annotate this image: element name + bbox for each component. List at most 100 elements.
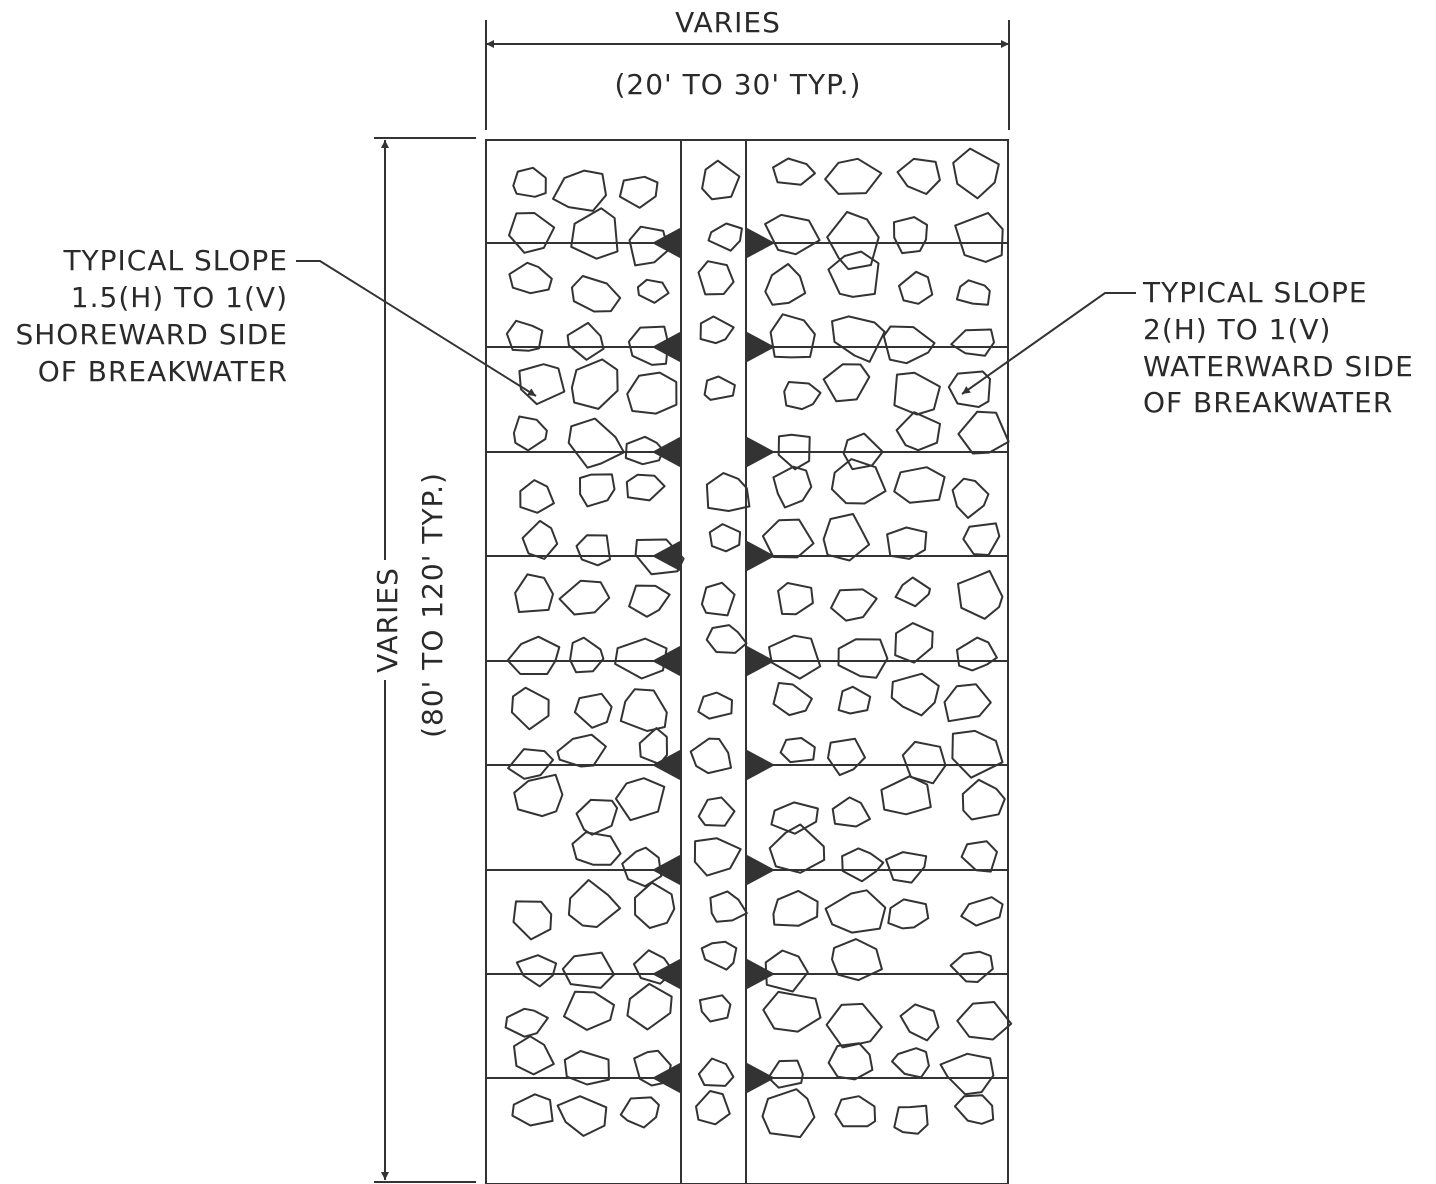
- armor-stone: [619, 1096, 660, 1129]
- armor-stone: [513, 1035, 555, 1076]
- shoreward-annotation: TYPICAL SLOPE 1.5(H) TO 1(V) SHOREWARD S…: [15, 244, 537, 397]
- armor-stone: [570, 358, 619, 410]
- armor-stone: [880, 775, 932, 816]
- armor-stone: [779, 737, 816, 764]
- armor-stones: [504, 147, 1013, 1139]
- armor-stone: [570, 275, 622, 313]
- armor-stone: [575, 798, 619, 836]
- armor-stone: [893, 371, 941, 416]
- armor-stone: [770, 801, 819, 835]
- slope-marker-right: [745, 436, 776, 468]
- armor-stone: [697, 1057, 735, 1087]
- armor-stone: [519, 479, 555, 514]
- armor-stone: [698, 994, 732, 1023]
- armor-stone: [822, 513, 871, 562]
- armor-stone: [504, 1007, 549, 1038]
- armor-stone: [619, 688, 668, 732]
- armor-stone: [695, 1090, 731, 1126]
- armor-stone: [699, 315, 735, 345]
- slope-marker-right: [745, 227, 776, 259]
- armor-stone: [707, 222, 743, 252]
- waterward-leader-arrow: [961, 292, 1136, 395]
- armor-stone: [960, 896, 1004, 927]
- armor-stone: [954, 211, 1004, 263]
- armor-stone: [885, 851, 928, 884]
- armor-stone: [764, 213, 821, 256]
- waterward-line-1: TYPICAL SLOPE: [1142, 276, 1368, 309]
- armor-stone: [556, 733, 607, 768]
- armor-stone: [561, 951, 615, 989]
- waterward-line-2: 2(H) TO 1(V): [1143, 313, 1331, 346]
- armor-stone: [511, 1093, 554, 1127]
- armor-stone: [834, 1095, 877, 1128]
- armor-stone: [515, 954, 558, 988]
- slope-marker-left: [651, 854, 682, 886]
- slope-marker-right: [745, 331, 776, 363]
- armor-stone: [951, 729, 1004, 779]
- shoreward-line-4: OF BREAKWATER: [38, 355, 288, 388]
- armor-stone: [894, 576, 931, 608]
- armor-stone: [689, 737, 732, 775]
- armor-stone: [830, 458, 887, 505]
- armor-stone: [831, 796, 871, 828]
- armor-stone: [563, 1050, 610, 1086]
- slope-marker-right: [745, 645, 776, 677]
- armor-stone: [558, 579, 611, 616]
- armor-stone: [505, 319, 544, 352]
- armor-stone: [567, 417, 625, 469]
- length-range: (80' TO 120' TYP.): [416, 472, 449, 738]
- armor-stone: [956, 1001, 1013, 1041]
- armor-stone: [887, 898, 930, 930]
- armor-stone: [960, 840, 998, 873]
- armor-stone: [830, 588, 878, 622]
- width-label: VARIES: [675, 6, 781, 39]
- armor-stone: [512, 415, 548, 452]
- armor-stone: [899, 1003, 940, 1042]
- armor-stone: [772, 889, 819, 927]
- armor-stone: [708, 523, 742, 553]
- armor-stone: [703, 375, 736, 401]
- armor-stone: [552, 169, 607, 212]
- armor-stone: [950, 328, 995, 357]
- slope-marker-left: [651, 540, 682, 572]
- shoreward-line-1: TYPICAL SLOPE: [62, 244, 288, 277]
- armor-stone: [700, 581, 736, 617]
- armor-stone: [893, 466, 946, 504]
- armor-stone: [614, 777, 666, 822]
- armor-stone: [579, 473, 616, 508]
- armor-stone: [518, 363, 566, 406]
- armor-stone: [628, 225, 670, 267]
- length-dimension: VARIES (80' TO 120' TYP.): [366, 137, 476, 1183]
- armor-stone: [633, 1049, 672, 1087]
- armor-stone: [508, 261, 553, 295]
- armor-stone: [693, 837, 742, 877]
- armor-stone: [772, 465, 813, 509]
- slope-marker-left: [651, 749, 682, 781]
- armor-stone: [772, 682, 813, 717]
- armor-stone: [625, 473, 666, 502]
- armor-stone: [961, 778, 1006, 821]
- armor-stone: [571, 831, 622, 866]
- armor-stone: [952, 147, 1000, 200]
- armor-stone: [955, 279, 991, 306]
- armor-stone: [783, 381, 822, 411]
- shoreward-line-2: 1.5(H) TO 1(V): [71, 281, 288, 314]
- armor-stone: [890, 672, 940, 717]
- waterward-annotation: TYPICAL SLOPE 2(H) TO 1(V) WATERWARD SID…: [961, 276, 1413, 419]
- slope-marker-right: [745, 854, 776, 886]
- armor-stone: [768, 823, 826, 874]
- armor-stone: [506, 635, 561, 675]
- armor-stone: [626, 982, 673, 1031]
- armor-stone: [514, 573, 554, 613]
- shoreward-leader-arrow: [296, 260, 537, 397]
- armor-stone: [614, 637, 668, 680]
- armor-stone: [634, 881, 676, 929]
- armor-stone: [764, 263, 807, 306]
- armor-stone: [764, 949, 809, 993]
- shoreward-line-3: SHOREWARD SIDE: [15, 318, 288, 351]
- armor-stone: [951, 477, 990, 519]
- armor-stone: [947, 370, 991, 408]
- armor-stone: [697, 796, 736, 827]
- armor-stone: [570, 207, 619, 260]
